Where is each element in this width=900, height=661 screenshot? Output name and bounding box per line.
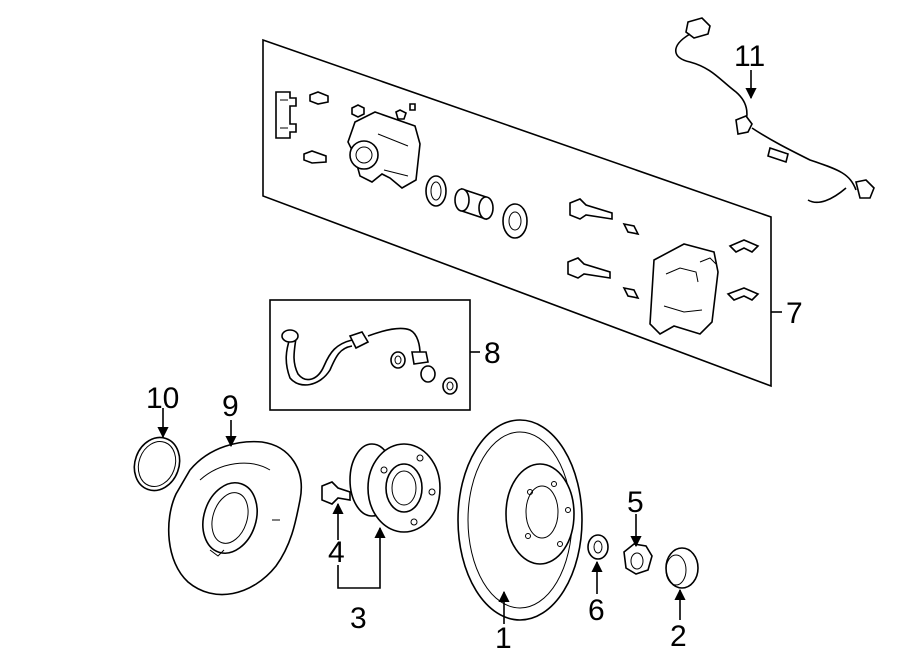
piston-boot [502,203,528,239]
brake-rotor [457,419,583,621]
hose-washer-2 [442,377,458,395]
hub-cap [665,547,699,589]
pad-clip-right-lower [726,287,760,301]
brake-hose [281,327,436,386]
o-ring [133,436,181,492]
guide-pin-lower [567,257,640,300]
piston-seal [425,175,447,207]
pad-clip-right-upper [728,239,760,253]
callout-10: 10 [146,382,179,415]
callout-3: 3 [350,602,367,635]
callout-1: 1 [495,622,512,655]
caliper-bolt-lower [303,150,327,164]
abs-speed-sensor-harness [674,17,875,204]
callout-5: 5 [627,486,644,519]
caliper-body [347,111,421,189]
washer [587,534,609,560]
callout-11: 11 [734,40,765,73]
callout-8: 8 [484,337,501,370]
bleeder-screw [351,103,416,120]
splash-shield [167,440,302,596]
brake-hose-panel [269,299,471,411]
callout-7: 7 [786,297,803,330]
caliper-assembly-panel [262,38,772,388]
caliper-bolt-upper [309,91,329,105]
callout-numbers: 1 2 3 4 5 6 7 8 9 10 11 [146,40,803,655]
callout-2: 2 [670,620,687,653]
callout-6: 6 [588,594,605,627]
callout-9: 9 [222,390,239,423]
guide-pin-upper [569,198,640,236]
hub-bolt [321,481,351,505]
pad-clip-left [275,91,297,139]
hub-bearing-assembly [349,443,441,533]
hub-nut [623,543,653,575]
caliper-bracket [649,243,719,335]
leader-lines [157,70,782,624]
caliper-piston [454,187,494,221]
hose-washer-1 [390,351,406,369]
callout-4: 4 [328,536,345,569]
